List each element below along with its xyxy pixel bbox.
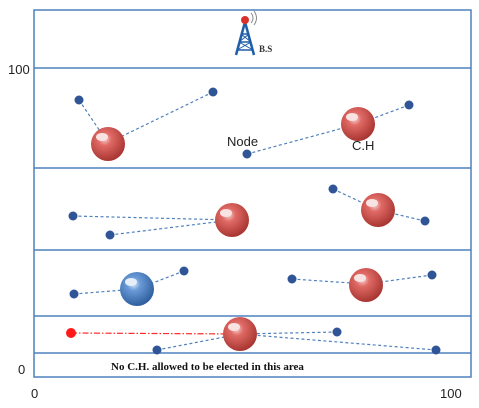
node-dot-icon (328, 184, 338, 194)
node-dot-icon (179, 266, 189, 276)
y-axis-top-label: 100 (8, 62, 30, 77)
node-dot-icon (287, 274, 297, 284)
cluster-head-blue-icon (120, 272, 154, 306)
node-dot-icon (431, 345, 441, 355)
restricted-link-line (70, 332, 241, 335)
cluster-head-icon (223, 317, 257, 351)
link-line (107, 91, 214, 144)
restricted-node-dot-icon (66, 328, 76, 338)
link-line (136, 270, 185, 290)
y-axis-bottom-label: 0 (18, 362, 26, 377)
cluster-head-icon (349, 268, 383, 302)
node-dot-icon (74, 95, 84, 105)
cluster-head-label: C.H (352, 138, 374, 153)
link-line (246, 123, 359, 155)
link-line (239, 333, 437, 351)
node-dot-icon (427, 270, 437, 280)
node-label: Node (227, 134, 258, 149)
node-dot-icon (332, 327, 342, 337)
node-dot-icon (105, 230, 115, 240)
field-frame (33, 9, 472, 378)
cluster-head-icon (341, 107, 375, 141)
cluster-head-icon (361, 193, 395, 227)
node-dot-icon (152, 345, 162, 355)
cluster-head-icon (215, 203, 249, 237)
node-dot-icon (420, 216, 430, 226)
base-station-label: B.S (259, 44, 272, 54)
node-dot-icon (208, 87, 218, 97)
x-axis-left-label: 0 (31, 386, 39, 401)
node-dot-icon (68, 211, 78, 221)
link-line (72, 215, 233, 221)
node-dot-icon (404, 100, 414, 110)
x-axis-right-label: 100 (440, 386, 462, 401)
restriction-note: No C.H. allowed to be elected in this ar… (111, 361, 304, 373)
node-dot-icon (242, 149, 252, 159)
link-line (109, 219, 233, 236)
radio-tower-icon (234, 10, 257, 56)
cluster-head-icon (91, 127, 125, 161)
node-dot-icon (69, 289, 79, 299)
